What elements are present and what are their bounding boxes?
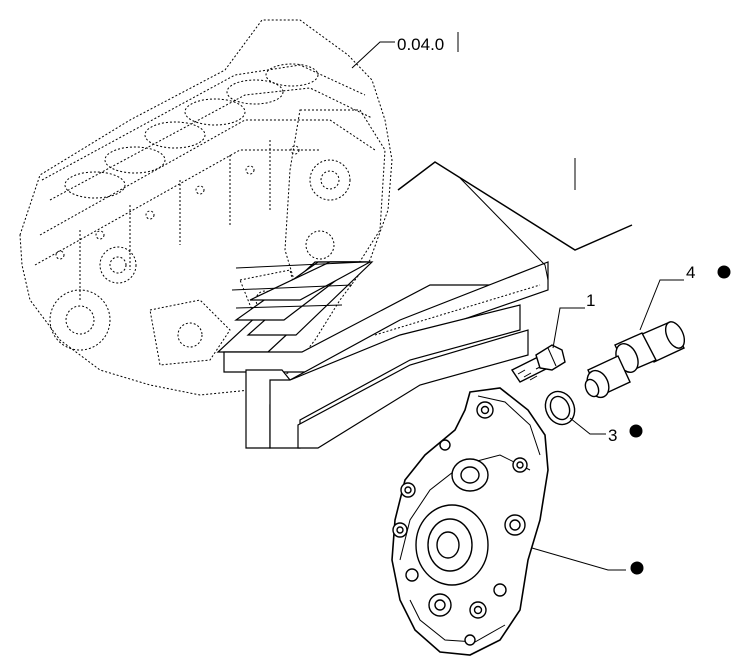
callout-4-label: 4 bbox=[686, 263, 695, 282]
bullet-marker bbox=[630, 561, 644, 575]
callout-4: 4 bbox=[639, 263, 731, 331]
part-bolt bbox=[510, 344, 566, 383]
callout-3: 3 bbox=[569, 417, 643, 445]
callout-housing bbox=[531, 547, 644, 575]
callout-3-label: 3 bbox=[608, 426, 617, 445]
part-o-ring bbox=[544, 390, 576, 426]
exploded-view-line bbox=[374, 158, 633, 336]
bullet-marker bbox=[629, 424, 643, 438]
ghost-direction-arrow bbox=[216, 261, 549, 449]
bullet-marker bbox=[717, 265, 731, 279]
reference-callout: 0.04.0 bbox=[351, 32, 459, 69]
part-housing bbox=[391, 387, 549, 656]
engine-block bbox=[19, 19, 393, 396]
part-fitting bbox=[584, 321, 686, 399]
reference-label: 0.04.0 bbox=[397, 35, 444, 54]
callout-1: 1 bbox=[552, 291, 595, 349]
callout-1-label: 1 bbox=[586, 291, 595, 310]
